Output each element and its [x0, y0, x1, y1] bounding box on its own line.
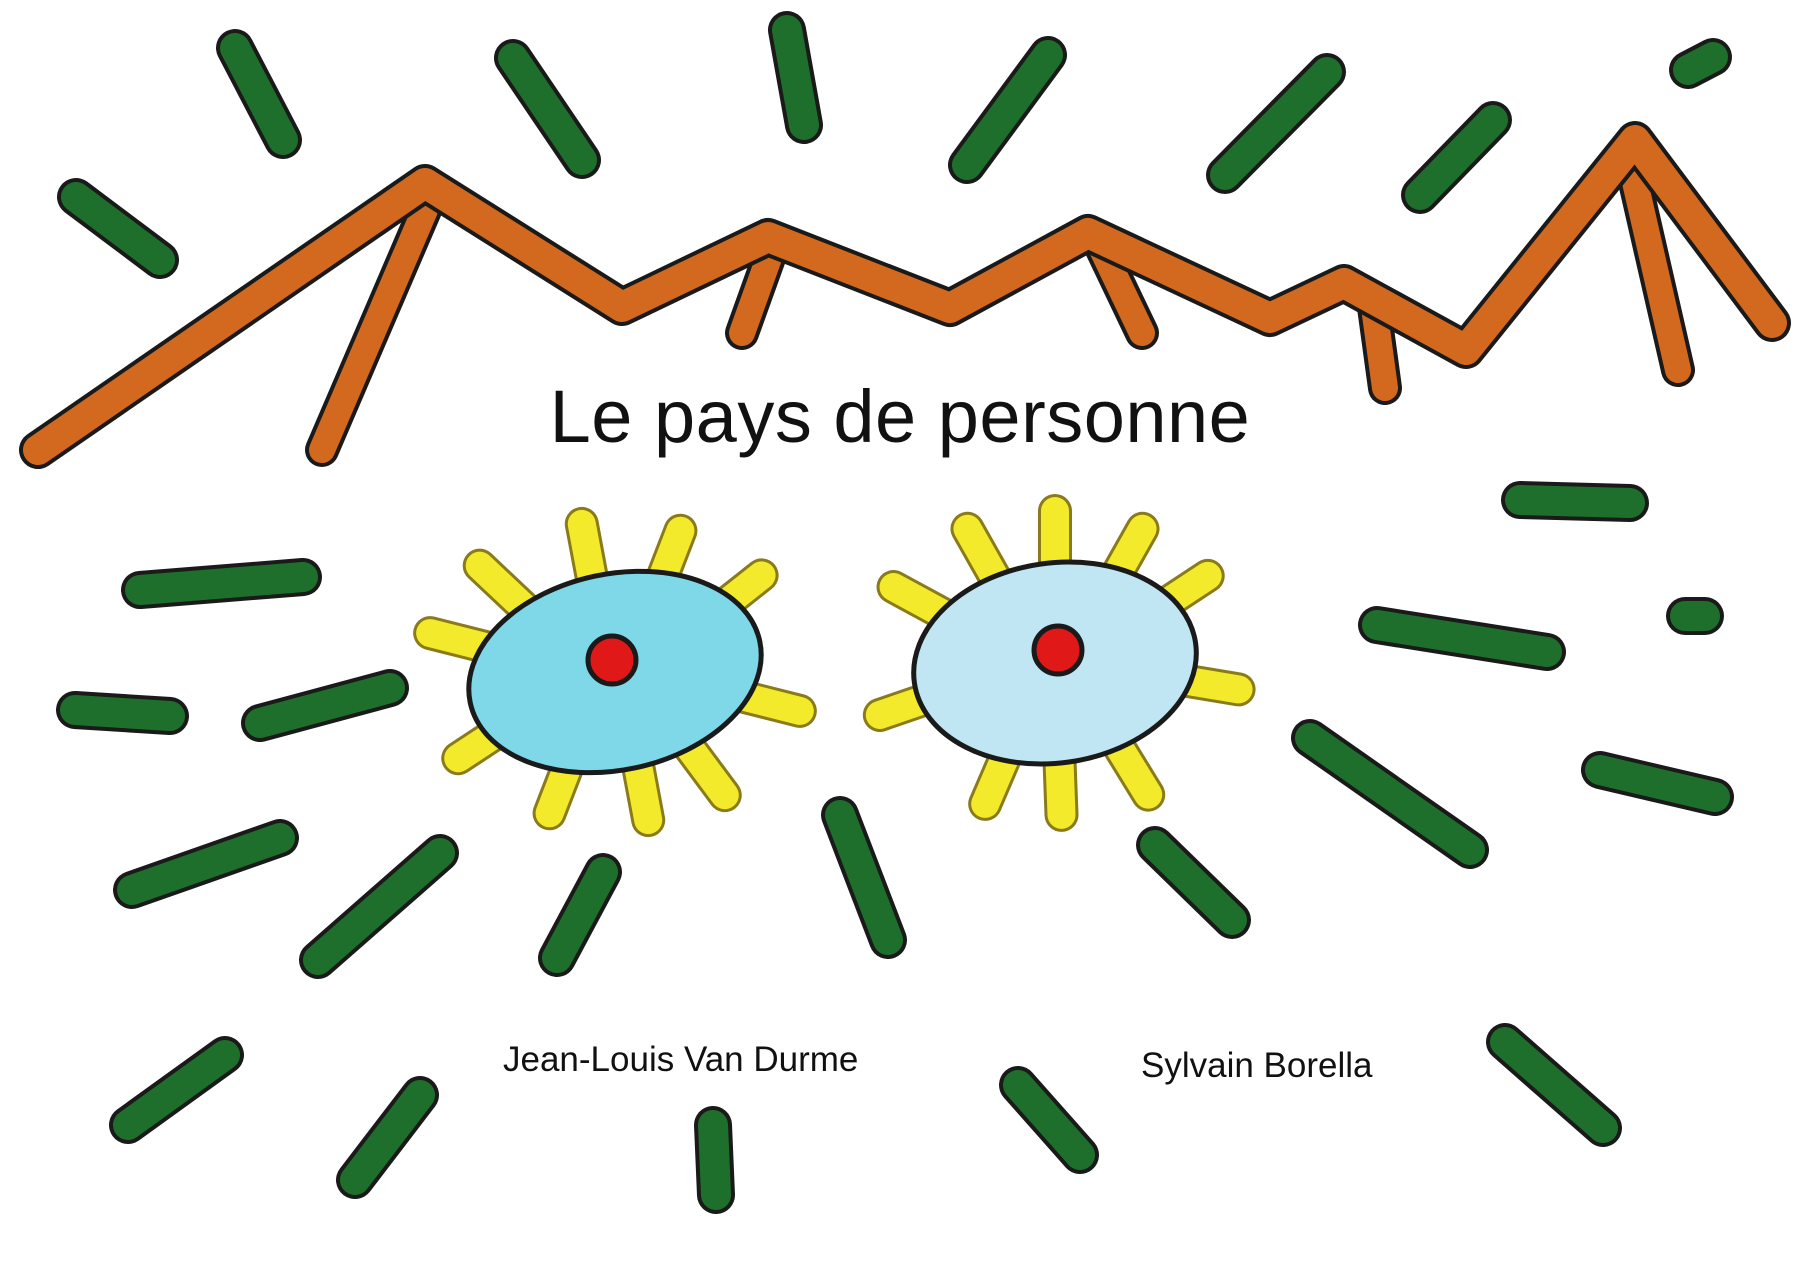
green-dash — [768, 11, 823, 144]
green-dash — [694, 1106, 735, 1214]
mountain-zigzag — [19, 121, 1791, 469]
green-dash — [999, 1066, 1099, 1174]
green-dash — [121, 558, 322, 609]
author-name: Jean-Louis Van Durme — [503, 1040, 859, 1079]
green-dash — [299, 834, 459, 979]
author-name: Sylvain Borella — [1141, 1046, 1373, 1085]
green-dash — [1669, 38, 1732, 89]
green-dash — [948, 36, 1067, 184]
green-dash — [336, 1076, 439, 1199]
green-dash — [1291, 719, 1489, 869]
green-dash — [109, 1036, 244, 1144]
green-dash — [1486, 1023, 1622, 1147]
green-dash — [216, 29, 302, 159]
pupil — [1031, 623, 1085, 677]
book-title: Le pays de personne — [549, 375, 1251, 458]
green-dash — [113, 819, 299, 909]
green-dash — [241, 669, 409, 742]
green-dash — [1358, 606, 1566, 671]
green-dash — [821, 796, 907, 959]
green-dash — [56, 691, 189, 735]
green-dash — [494, 39, 601, 179]
green-dash — [57, 178, 179, 279]
green-dash — [1206, 53, 1346, 194]
green-dash — [1136, 826, 1251, 939]
pupil — [585, 633, 639, 687]
green-dash — [1401, 101, 1512, 214]
green-dash — [1581, 751, 1734, 816]
green-dash — [1501, 481, 1649, 522]
green-dash — [538, 853, 622, 977]
left-eye — [413, 506, 817, 838]
right-eye — [862, 494, 1256, 832]
